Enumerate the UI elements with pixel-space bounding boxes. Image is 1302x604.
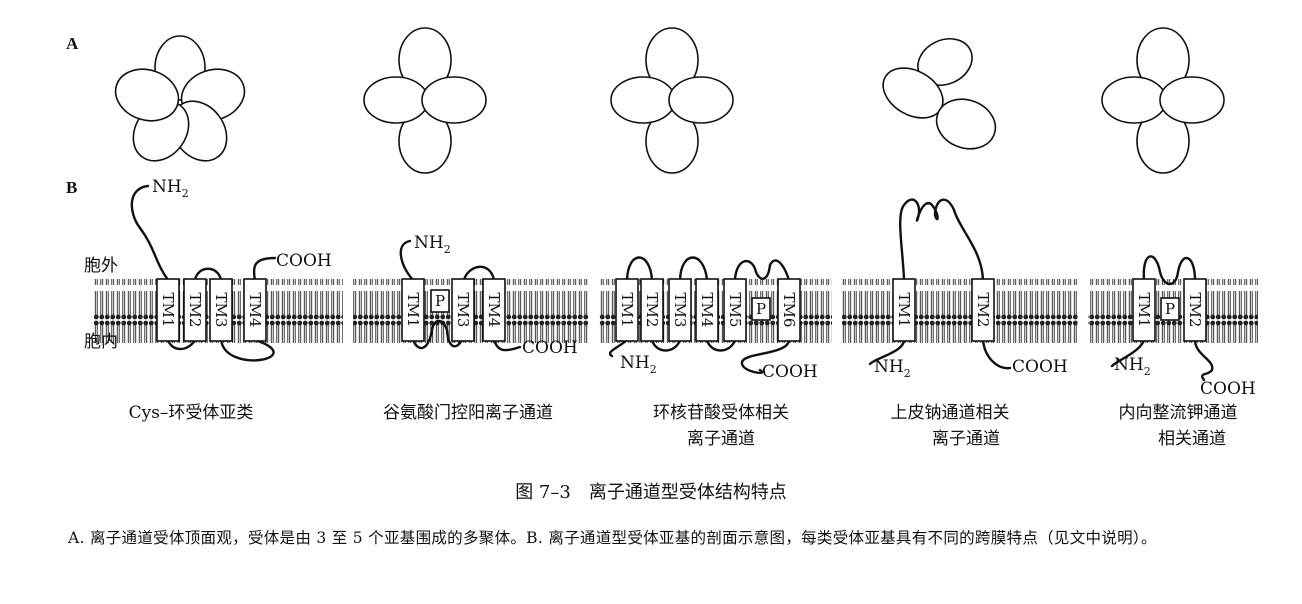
tm-label: TM1 [404, 293, 422, 328]
cooh-label-5: COOH [1200, 379, 1256, 399]
tm-label: TM3 [212, 293, 230, 328]
figure-caption-title: 图 7–3 离子通道型受体结构特点 [515, 482, 787, 503]
nh2-label-2: NH2 [414, 233, 451, 256]
terminal-labels: NH2 COOH NH2 COOH NH2 COOH NH2 COOH NH2 … [152, 177, 1256, 399]
top-view-tetramer-2 [610, 27, 734, 174]
tm-label: TM1 [159, 293, 177, 328]
cooh-label-4: COOH [1012, 357, 1068, 377]
figure: A B [66, 27, 1258, 449]
class-labels: Cys–环受体亚类 谷氨酸门控阳离子通道 环核苷酸受体相关 离子通道 上皮钠通道… [129, 403, 1238, 449]
cooh-label-3: COOH [762, 362, 818, 382]
class-name-5-line1: 内向整流钾通道 [1119, 403, 1238, 423]
tm-boxes [156, 278, 1207, 342]
nh2-label-4: NH2 [874, 357, 911, 380]
tm-label: TM4 [485, 293, 503, 328]
nh2-label-1: NH2 [152, 177, 189, 200]
tm-label: P [1165, 300, 1175, 318]
tm-label: TM1 [895, 293, 913, 328]
top-view-tetramer-3 [1101, 27, 1225, 174]
top-view-tetramer-1 [363, 27, 487, 174]
tm-label: P [756, 300, 766, 318]
class-name-2: 谷氨酸门控阳离子通道 [383, 403, 553, 423]
tm-label: TM2 [1186, 293, 1204, 328]
tm-labels: TM1 TM2 TM3 TM4 TM1 P TM3 TM4 TM1 TM2 TM3 TM4 TM5 P TM… [159, 292, 1204, 327]
tm-label: TM2 [186, 293, 204, 328]
top-view-pentamer [114, 35, 246, 162]
tm-label: P [435, 292, 445, 310]
peptide-chains [130, 184, 1214, 382]
tm-label: TM1 [1135, 293, 1153, 328]
tm-label: TM6 [780, 293, 798, 328]
cooh-label-2: COOH [522, 338, 578, 358]
class-name-4-line2: 离子通道 [932, 429, 1000, 449]
class-name-3-line1: 环核苷酸受体相关 [653, 403, 789, 423]
pore-loops [430, 289, 1180, 321]
nh2-label-5: NH2 [1114, 355, 1151, 378]
class-name-5-line2: 相关通道 [1158, 429, 1226, 449]
panel-a-label: A [66, 34, 79, 53]
tm-label: TM3 [454, 293, 472, 328]
tm-label: TM4 [246, 293, 264, 328]
class-name-1: Cys–环受体亚类 [129, 403, 254, 423]
tm-label: TM2 [643, 293, 661, 328]
tm-label: TM3 [671, 293, 689, 328]
tm-label: TM1 [618, 293, 636, 328]
receptor-diagram: 胞外 胞内 [84, 27, 1258, 449]
tm-label: TM2 [974, 293, 992, 328]
panel-b-label: B [66, 178, 78, 197]
class-name-3-line2: 离子通道 [687, 429, 755, 449]
class-name-4-line1: 上皮钠通道相关 [891, 403, 1010, 423]
figure-caption-body: A. 离子通道受体顶面观，受体是由 3 至 5 个亚基围成的多聚体。B. 离子通… [68, 529, 1157, 547]
tm-label: TM4 [698, 293, 716, 328]
intracellular-label: 胞内 [84, 332, 118, 352]
cooh-label-1: COOH [276, 251, 332, 271]
tm-label: TM5 [726, 293, 744, 328]
nh2-label-3: NH2 [620, 353, 657, 376]
top-view-trimer [882, 38, 997, 150]
extracellular-label: 胞外 [84, 256, 118, 276]
